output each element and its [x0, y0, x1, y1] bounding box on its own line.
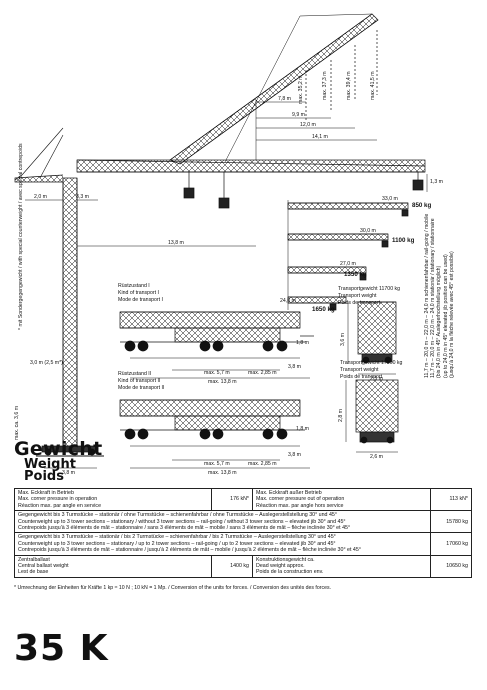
label-9-9: 9,9 m	[292, 112, 305, 118]
label-1-3: 1,3 m	[430, 179, 443, 185]
transport-1-vehicle	[119, 311, 314, 379]
jib-radius-1: 33,0 m	[382, 196, 398, 202]
table-row: Gegengewicht bis 3 Turmstücke – stationä…	[14, 510, 472, 534]
jib-load-4: 1650 kg	[312, 306, 335, 313]
jib-radius-4: 24,0 m	[280, 298, 296, 304]
table-cell-value: 113 kN*	[430, 487, 472, 512]
label-max-35-2: max. 35,2 m	[298, 75, 304, 104]
t2-weight-de: Transportgewicht 17500 kg	[340, 360, 403, 366]
t2-2-6: 2,6 m	[370, 454, 383, 460]
t2-weight-en: Transport weight	[340, 367, 379, 373]
t2-3-8: 3,8 m	[288, 452, 301, 458]
t2-max-5-7: max. 5,7 m	[204, 461, 230, 467]
label-7-8: 7,8 m	[278, 96, 291, 102]
label-3-8: 3,8 m	[62, 470, 75, 476]
jib-note: 11,7 m – 20,0 m – 22,0 m – 24,0 m schien…	[424, 213, 455, 378]
counterweight-note: * mit Sondergegengewicht / with special …	[18, 143, 24, 330]
t1-3-6: 3,6 m	[340, 333, 346, 346]
heading-gewicht: Gewicht	[14, 438, 103, 460]
jib-load-1: 850 kg	[412, 202, 432, 209]
table-cell-value: 1400 kg	[211, 554, 253, 578]
main-jib	[76, 159, 426, 173]
table-cell-value: 17060 kg	[430, 532, 472, 556]
t2-max-13-8: max. 13,8 m	[208, 470, 237, 476]
label-max-39-4: max. 39,4 m	[346, 71, 352, 100]
table-cell-value: 15780 kg	[430, 510, 472, 534]
transport-1-front	[347, 301, 397, 375]
label-height-left-2: 3,0 m (2,5 m*)	[30, 360, 63, 366]
t1-max-2-85: max. 2,85 m	[248, 370, 277, 376]
t1-1-8: 1,8 m	[296, 340, 309, 346]
table-cell-central-ballast: Zentralballast Central ballast weight Le…	[14, 554, 212, 578]
label-14-1: 14,1 m	[312, 134, 328, 140]
weight-table: Max. Eckkraft in Betrieb Max. corner pre…	[14, 487, 472, 578]
table-cell-max-pressure-operation: Max. Eckkraft in Betrieb Max. corner pre…	[14, 487, 212, 512]
crane-base	[36, 445, 104, 457]
t1-state-de: Rüstzustand I	[118, 283, 150, 289]
footnote: * Umrechnung der Einheiten für Kräfte 1 …	[14, 585, 331, 591]
table-cell-counterweight-2: Gegengewicht bis 3 Turmstücke – stationä…	[14, 532, 431, 556]
table-cell-value: 10650 kg	[430, 554, 472, 578]
t1-weight-en: Transport weight	[338, 293, 377, 299]
table-cell-value: 176 kN*	[211, 487, 253, 512]
label-max-41-5: max. 41,5 m	[370, 71, 376, 100]
t1-state-en: Kind of transport I	[118, 290, 159, 296]
t2-1-8: 1,8 m	[296, 426, 309, 432]
t2-state-de: Rüstzustand II	[118, 371, 152, 377]
t1-max-13-8: max. 13,8 m	[208, 379, 237, 385]
table-cell-dead-weight: Konstruktionsgewicht ca. Dead weight app…	[252, 554, 431, 578]
t1-state-fr: Mode de transport I	[118, 297, 163, 303]
jib-radius-3: 27,0 m	[340, 261, 356, 267]
tower	[62, 177, 78, 447]
t1-2-5: 2,5 m	[370, 376, 383, 382]
t2-state-en: Kind of transport II	[118, 378, 161, 384]
t2-state-fr: Mode de transport II	[118, 385, 165, 391]
t1-weight-fr: Poids de transport	[338, 300, 381, 306]
model-name: 35 K	[14, 628, 109, 669]
dimension-lines	[25, 100, 428, 469]
heading-poids: Poids	[24, 469, 64, 484]
t1-max-5-7: max. 5,7 m	[204, 370, 230, 376]
label-3-3: 3,3 m	[76, 194, 89, 200]
t1-weight-de: Transportgewicht 11700 kg	[338, 286, 400, 292]
label-12-0: 12,0 m	[300, 122, 316, 128]
jib-radius-2: 30,0 m	[360, 228, 376, 234]
t2-max-2-85: max. 2,85 m	[248, 461, 277, 467]
t1-3-8: 3,8 m	[288, 364, 301, 370]
table-row: Max. Eckkraft in Betrieb Max. corner pre…	[14, 487, 472, 512]
jib-load-3: 1350 kg	[344, 271, 367, 278]
table-cell-counterweight-1: Gegengewicht bis 3 Turmstücke – stationä…	[14, 510, 431, 534]
t2-2-8: 2,8 m	[338, 409, 344, 422]
table-row: Gegengewicht bis 3 Turmstücke – stationä…	[14, 532, 472, 556]
label-13-8: 13,8 m	[168, 240, 184, 246]
elevated-jib	[169, 13, 379, 165]
table-row: Zentralballast Central ballast weight Le…	[14, 554, 472, 578]
label-max-37-3: max. 37,3 m	[322, 71, 328, 100]
transport-2-front	[345, 379, 399, 453]
jib-configurations	[287, 200, 409, 311]
counter-jib	[14, 127, 64, 183]
jib-load-2: 1100 kg	[392, 237, 415, 244]
label-height-left: max. ca. 3,6 m	[14, 405, 20, 440]
table-cell-max-pressure-out-operation: Max. Eckkraft außer Betrieb Max. corner …	[252, 487, 431, 512]
label-2-0: 2,0 m	[34, 194, 47, 200]
t2-weight-fr: Poids de transport	[340, 374, 383, 380]
transport-2-vehicle	[119, 399, 310, 469]
hook-blocks	[183, 30, 424, 209]
heading-weight: Weight	[24, 457, 76, 472]
